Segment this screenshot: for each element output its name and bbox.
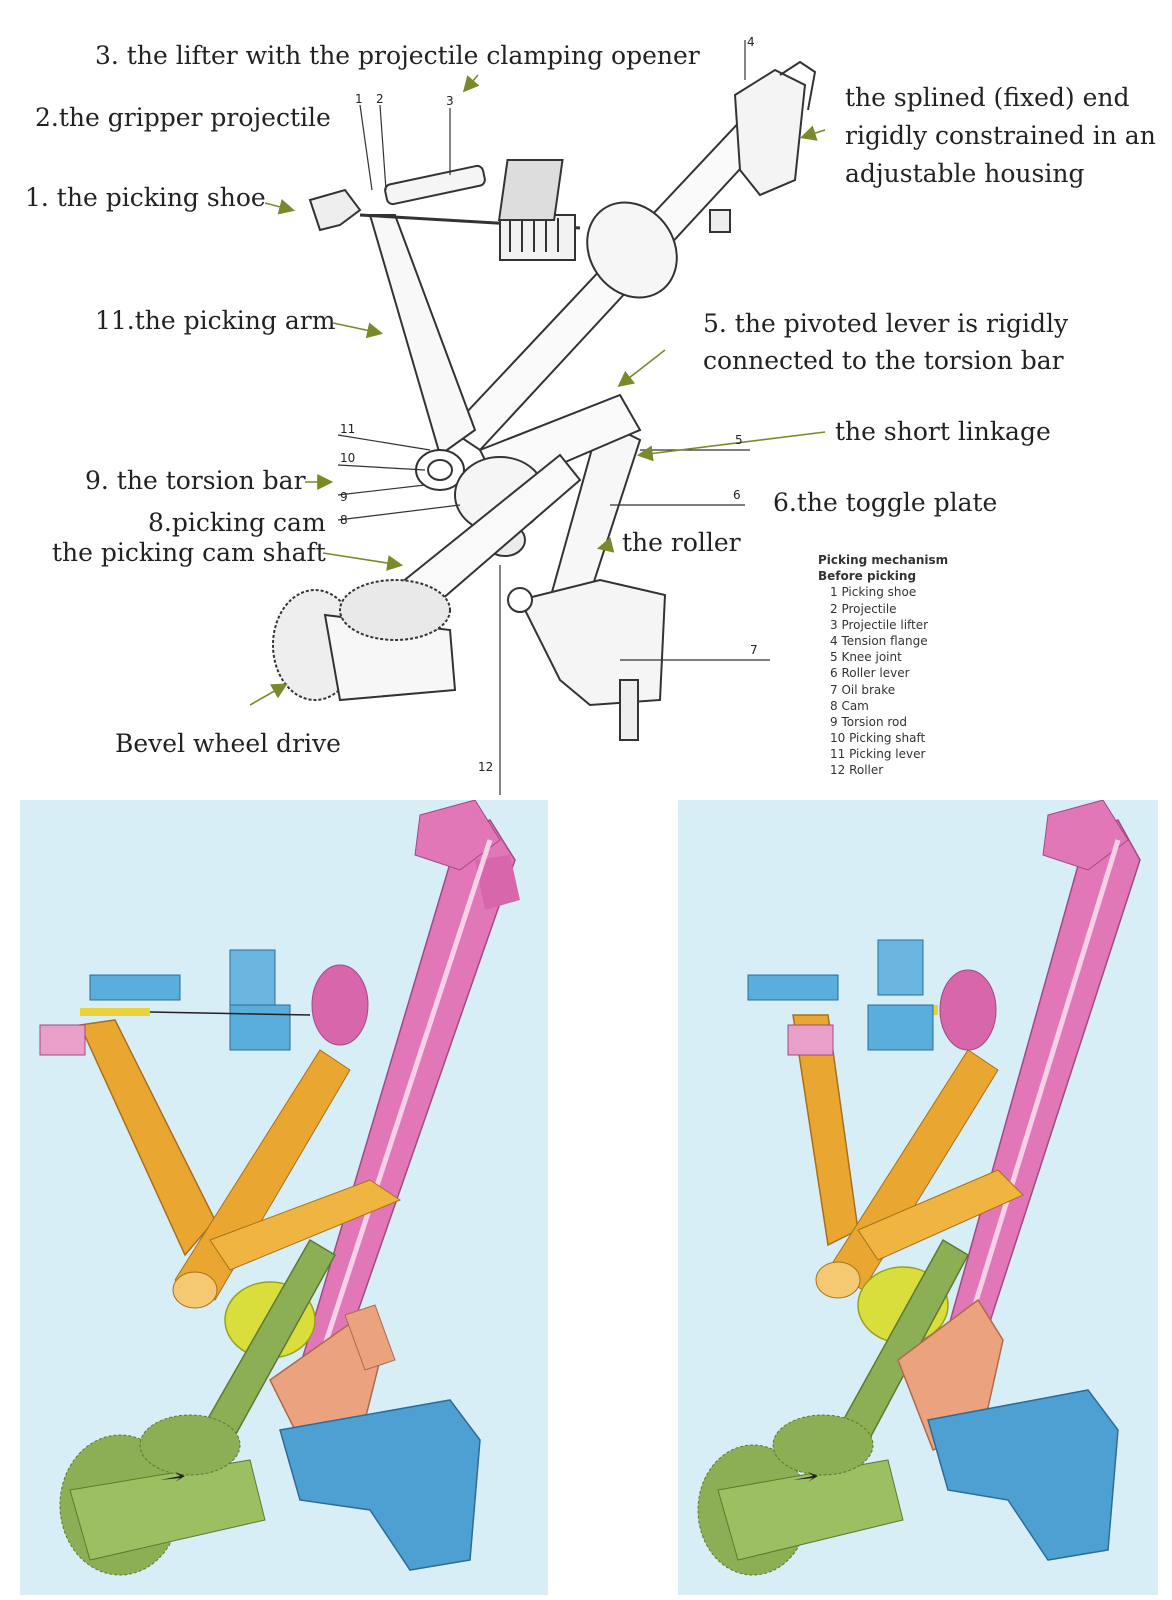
tension-flange-drawing xyxy=(586,201,678,299)
number-3: 3 xyxy=(446,94,454,108)
number-5: 5 xyxy=(735,433,743,447)
legend-item: 10 Picking shaft xyxy=(830,731,926,746)
guide-reed-colored xyxy=(877,939,924,996)
number-7: 7 xyxy=(750,643,758,657)
legend-item: 12 Roller xyxy=(830,763,884,778)
legend-item: 4 Tension flange xyxy=(830,633,928,648)
legend-item: 8 Cam xyxy=(830,698,869,713)
direction-arrow xyxy=(160,1472,185,1482)
oil-brake-housing-colored xyxy=(279,1399,481,1571)
label-picking-shoe: 1. the picking shoe xyxy=(25,183,266,212)
label-lifter: 3. the lifter with the projectile clampi… xyxy=(95,41,700,70)
legend-item: 6 Roller lever xyxy=(830,666,910,681)
number-2: 2 xyxy=(376,92,384,106)
number-4: 4 xyxy=(747,35,755,49)
label-toggle-plate: 6.the toggle plate xyxy=(773,488,998,517)
guide-reed-colored xyxy=(229,949,276,1006)
legend-item: 3 Projectile lifter xyxy=(830,617,929,632)
legend-item: 9 Torsion rod xyxy=(830,714,907,729)
label-picking-cam: 8.picking cam xyxy=(148,508,326,537)
label-splined-end-3: adjustable housing xyxy=(845,159,1085,188)
legend-title: Picking mechanism xyxy=(818,553,949,567)
label-short-linkage: the short linkage xyxy=(835,417,1051,446)
legend-box: Picking mechanism Before picking 1 Picki… xyxy=(818,552,948,779)
color-panel-before-picking xyxy=(20,800,548,1595)
legend-item: 2 Projectile xyxy=(830,601,897,616)
number-8: 8 xyxy=(340,513,348,527)
oil-brake-housing-colored xyxy=(927,1389,1119,1561)
direction-arrow xyxy=(793,1472,818,1482)
label-pivoted-lever-1: 5. the pivoted lever is rigidly xyxy=(703,309,1069,338)
color-panel-after-picking xyxy=(678,800,1158,1595)
label-gripper-projectile: 2.the gripper projectile xyxy=(35,103,331,132)
label-roller: the roller xyxy=(622,528,741,557)
picking-arm-drawing xyxy=(368,214,477,457)
label-pivoted-lever-2: connected to the torsion bar xyxy=(703,346,1064,375)
number-6: 6 xyxy=(733,488,741,502)
label-picking-arm: 11.the picking arm xyxy=(95,306,336,335)
label-bevel-wheel-drive: Bevel wheel drive xyxy=(115,729,341,758)
legend-item: 7 Oil brake xyxy=(830,682,896,697)
oil-brake-drawing xyxy=(518,578,667,707)
mechanism-line-drawing xyxy=(249,40,826,795)
number-10: 10 xyxy=(340,451,356,465)
reed-grid-drawing xyxy=(497,159,564,221)
label-splined-end-1: the splined (fixed) end xyxy=(845,83,1130,112)
label-torsion-bar: 9. the torsion bar xyxy=(85,466,306,495)
legend-item: 1 Picking shoe xyxy=(830,585,917,600)
legend-item: 5 Knee joint xyxy=(830,650,902,665)
number-9: 9 xyxy=(340,490,348,504)
label-splined-end-2: rigidly constrained in an xyxy=(845,121,1156,150)
legend-item: 11 Picking lever xyxy=(830,747,926,762)
legend-subtitle: Before picking xyxy=(818,569,917,584)
number-1: 1 xyxy=(355,92,363,106)
number-11: 11 xyxy=(340,422,356,436)
number-12: 12 xyxy=(478,760,494,774)
label-picking-cam-shaft: the picking cam shaft xyxy=(52,538,326,567)
